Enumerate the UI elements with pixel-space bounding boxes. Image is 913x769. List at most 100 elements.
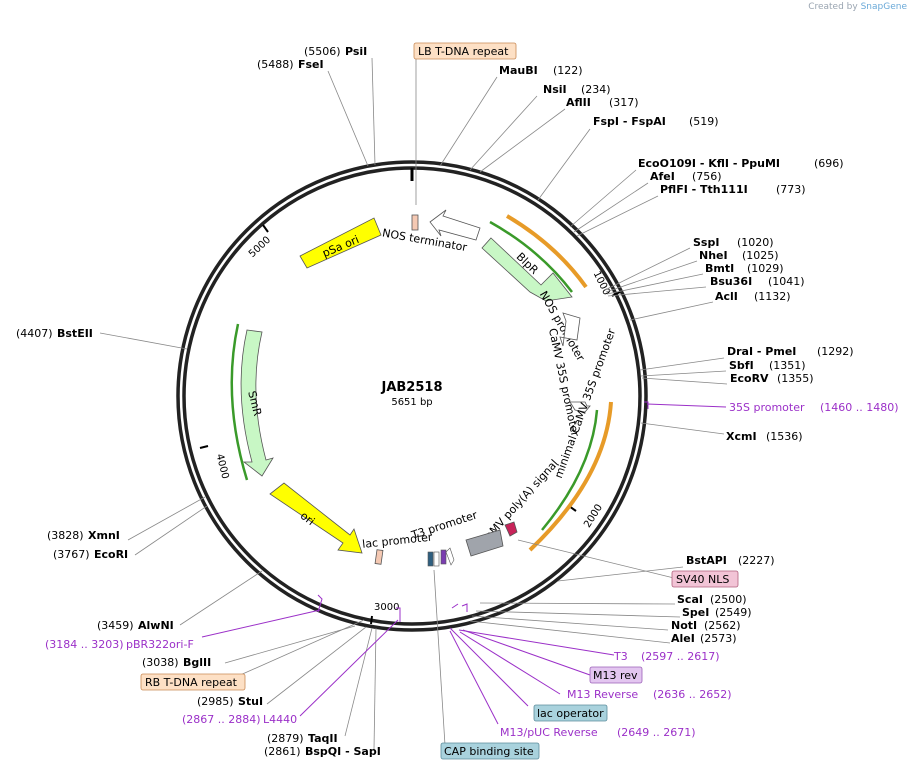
site-drai-name: DraI - PmeI <box>727 345 796 358</box>
feature-minimal-35s-arrow <box>569 401 591 413</box>
box-sv40-nls-label: SV40 NLS <box>676 573 729 586</box>
site-maubi-name: MauBI <box>499 64 538 77</box>
box-cap-binding-label: CAP binding site <box>444 745 534 758</box>
site-alei-name: AleI <box>671 632 695 645</box>
feature-smr-arrow <box>240 329 274 477</box>
site-afei-pos: (756) <box>692 170 722 183</box>
plasmid-name: JAB2518 <box>381 380 443 395</box>
site-psii-name: PsiI <box>345 45 367 58</box>
feature-box-connectors <box>237 58 679 746</box>
box-m13rev-label: M13 rev <box>593 669 638 682</box>
site-labels: (5506) PsiI (5488) FseI MauBI (122) NsiI… <box>16 45 854 758</box>
box-lb-tdna-label: LB T-DNA repeat <box>418 45 509 58</box>
tick-4000: 4000 <box>214 453 231 480</box>
site-bspqi-pos: (2861) <box>264 745 301 758</box>
feature-smr-label: SmR <box>245 390 264 418</box>
site-pflfi-pos: (773) <box>776 183 806 196</box>
box-rb-tdna-label: RB T-DNA repeat <box>145 676 238 689</box>
feature-psa-ori-arrow <box>299 217 382 269</box>
site-sspi-name: SspI <box>693 236 719 249</box>
primer-m13reverse-name: M13 Reverse <box>567 688 638 701</box>
site-xmni-pos: (3828) <box>47 529 84 542</box>
site-nhei-name: NheI <box>699 249 728 262</box>
site-nsii-name: NsiI <box>543 83 567 96</box>
primer-35s-name: 35S promoter <box>729 401 805 414</box>
snapgene-credit: Created by SnapGene <box>808 2 907 12</box>
site-ecori-pos: (3767) <box>53 548 90 561</box>
box-rb-tdna <box>140 673 246 691</box>
credit-prefix: Created by <box>808 2 858 12</box>
box-m13rev <box>589 666 643 684</box>
feature-m13rev-mark <box>440 549 447 565</box>
site-xmni-name: XmnI <box>88 529 120 542</box>
feature-blpr-orange <box>505 214 588 289</box>
site-ecorv-name: EcoRV <box>730 372 769 385</box>
site-aflii-pos: (317) <box>609 96 639 109</box>
site-nhei-pos: (1025) <box>742 249 779 262</box>
site-spei-pos: (2549) <box>715 606 752 619</box>
site-psii-pos: (5506) <box>304 45 341 58</box>
site-alei-pos: (2573) <box>700 632 737 645</box>
site-scai-name: ScaI <box>677 593 703 606</box>
site-bstapi-pos: (2227) <box>738 554 775 567</box>
site-alwni-pos: (3459) <box>97 619 134 632</box>
primer-l4440-range: (2867 .. 2884) <box>182 713 261 726</box>
primer-pbr322-name: pBR322ori-F <box>126 638 194 651</box>
backbone-outer-ring <box>176 160 648 632</box>
site-ecorv-pos: (1355) <box>777 372 814 385</box>
site-bmti-name: BmtI <box>705 262 734 275</box>
site-bmti-pos: (1029) <box>747 262 784 275</box>
primer-t3-range: (2597 .. 2617) <box>641 650 720 663</box>
feature-sv40-orange <box>528 401 613 552</box>
site-sbfi-name: SbfI <box>729 359 754 372</box>
site-bstapi-name: BstAPI <box>686 554 727 567</box>
site-bsteii-pos: (4407) <box>16 327 53 340</box>
site-aflii-name: AflII <box>566 96 591 109</box>
site-bsteii-name: BstEII <box>57 327 93 340</box>
box-lb-tdna <box>413 42 517 60</box>
site-bsu36i-pos: (1041) <box>768 275 805 288</box>
feature-sv40-strand <box>541 409 599 531</box>
site-bglii-name: BglII <box>183 656 211 669</box>
site-bsu36i-name: Bsu36I <box>710 275 752 288</box>
site-bspqi-name: BspQI - SapI <box>305 745 381 758</box>
site-sspi-pos: (1020) <box>737 236 774 249</box>
site-acli-pos: (1132) <box>754 290 791 303</box>
site-ecoo109i-pos: (696) <box>814 157 844 170</box>
site-fsei-name: FseI <box>298 58 324 71</box>
site-ecori-name: EcoRI <box>94 548 128 561</box>
feature-t3-arrow <box>445 547 455 566</box>
site-xcmi-pos: (1536) <box>766 430 803 443</box>
box-lac-operator-label: lac operator <box>537 707 604 720</box>
primer-m13reverse-range: (2636 .. 2652) <box>653 688 732 701</box>
site-connector-lines <box>99 57 728 750</box>
feature-lac-promoter-label: lac promoter <box>362 531 434 551</box>
feature-camv-polya-block <box>465 529 504 557</box>
site-drai-pos: (1292) <box>817 345 854 358</box>
primer-m13puc-range: (2649 .. 2671) <box>617 726 696 739</box>
primer-t3-name: T3 <box>613 650 628 663</box>
site-noti-name: NotI <box>671 619 697 632</box>
site-stui-pos: (2985) <box>197 695 234 708</box>
site-taqii-pos: (2879) <box>267 732 304 745</box>
site-fspi-name: FspI - FspAI <box>593 115 666 128</box>
site-spei-name: SpeI <box>682 606 709 619</box>
primer-pbr322-range: (3184 .. 3203) <box>45 638 124 651</box>
feature-smr-strand <box>230 323 249 481</box>
feature-nos-terminator-mark <box>411 214 419 231</box>
tick-2000: 2000 <box>582 502 605 529</box>
site-ecoo109i-name: EcoO109I - KflI - PpuMI <box>638 157 780 170</box>
site-pflfi-name: PflFI - Tth111I <box>660 183 748 196</box>
site-xcmi-name: XcmI <box>726 430 757 443</box>
site-acli-name: AclI <box>715 290 738 303</box>
box-lac-operator <box>533 704 608 722</box>
boxed-feature-labels: LB T-DNA repeat SV40 NLS M13 rev lac ope… <box>140 42 739 760</box>
plasmid-size: 5651 bp <box>391 397 432 408</box>
feature-ori-arrow <box>269 482 363 554</box>
site-stui-name: StuI <box>238 695 263 708</box>
site-taqii-name: TaqII <box>308 732 338 745</box>
site-sbfi-pos: (1351) <box>769 359 806 372</box>
credit-brand: SnapGene <box>860 2 907 12</box>
site-fspi-pos: (519) <box>689 115 719 128</box>
